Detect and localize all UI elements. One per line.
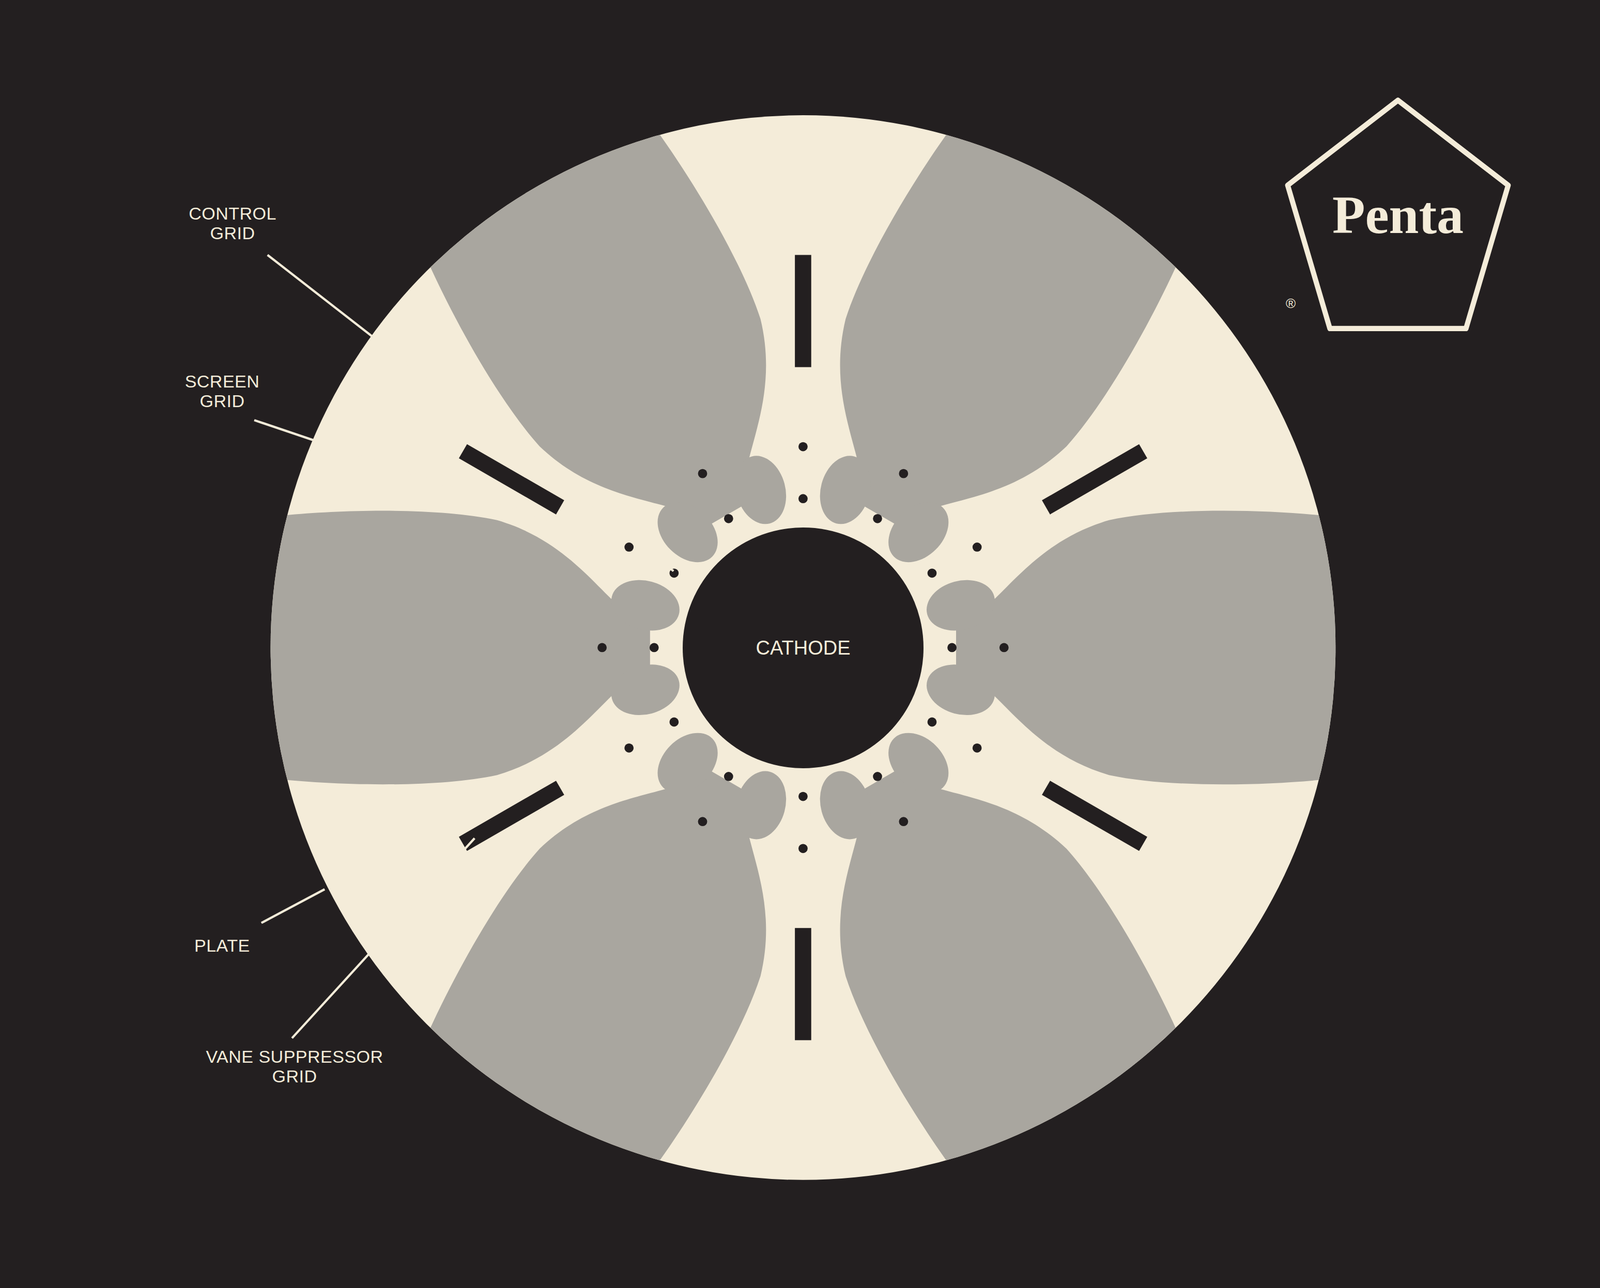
- cathode-circle: CATHODE: [682, 527, 924, 769]
- inner-beams: [605, 450, 1001, 845]
- registered-mark: ®: [1285, 296, 1297, 312]
- part-label: CONTROL GRID: [183, 203, 282, 243]
- electron-beams: [232, 84, 1375, 1211]
- grid-wires: [597, 442, 1009, 854]
- part-label: VANE SUPPRESSOR GRID: [191, 1047, 398, 1087]
- part-label: CATHODE: [756, 637, 851, 660]
- leader-lines: [254, 254, 674, 1039]
- part-label: PLATE: [194, 935, 251, 956]
- part-label: SCREEN GRID: [178, 371, 267, 411]
- logo-text: Penta: [1332, 183, 1464, 246]
- logo-pentagon: Penta: [1280, 93, 1516, 336]
- vane-suppressor-grid: [458, 254, 1148, 1041]
